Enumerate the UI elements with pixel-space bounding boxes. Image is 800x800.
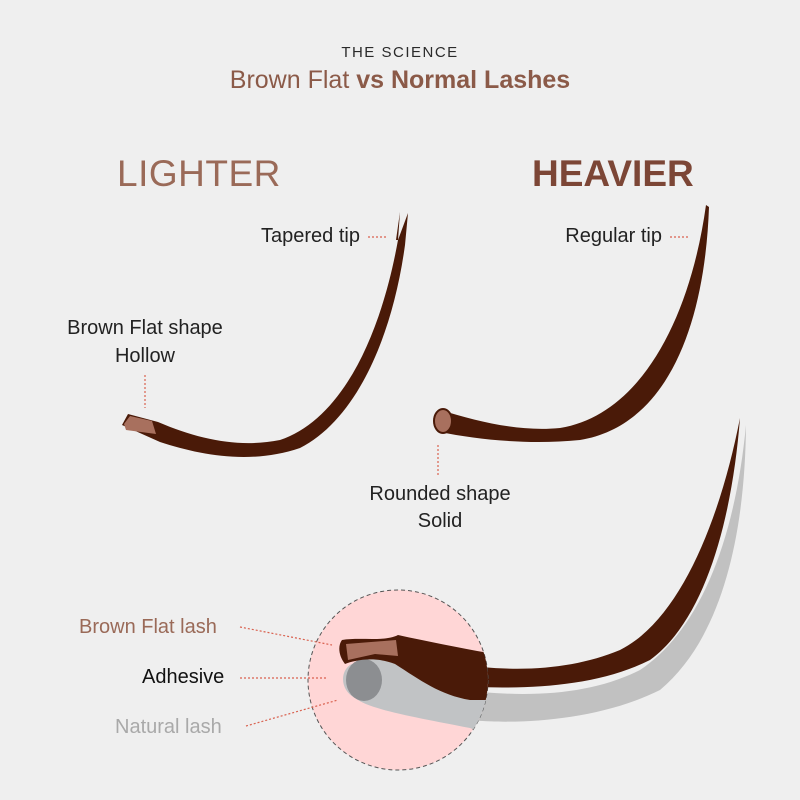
- brown-flat-lash-label: Brown Flat lash: [79, 616, 217, 638]
- hollow-label: Hollow: [114, 345, 176, 367]
- applied-lash-illustration: [307, 418, 746, 771]
- title-part2: vs Normal Lashes: [356, 66, 571, 94]
- solid-label: Solid: [417, 510, 463, 532]
- kicker: THE SCIENCE: [341, 44, 459, 61]
- normal-lash-illustration: [433, 205, 709, 443]
- lighter-heading: LIGHTER: [117, 153, 281, 194]
- brown-flat-lash-illustration: [122, 212, 408, 458]
- tapered-tip-label: Tapered tip: [261, 225, 360, 247]
- rounded-shape-label: Rounded shape: [369, 483, 511, 505]
- page-title: Brown Flat vs Normal Lashes: [0, 66, 800, 95]
- leader-lines: [144, 236, 690, 727]
- heavier-heading: HEAVIER: [532, 153, 694, 194]
- adhesive-label: Adhesive: [142, 666, 225, 688]
- natural-lash-label: Natural lash: [115, 716, 222, 738]
- title-part1: Brown Flat: [229, 66, 350, 94]
- flat-shape-label: Brown Flat shape: [67, 317, 223, 339]
- regular-tip-label: Regular tip: [565, 225, 662, 247]
- round-cross-section: [433, 408, 453, 434]
